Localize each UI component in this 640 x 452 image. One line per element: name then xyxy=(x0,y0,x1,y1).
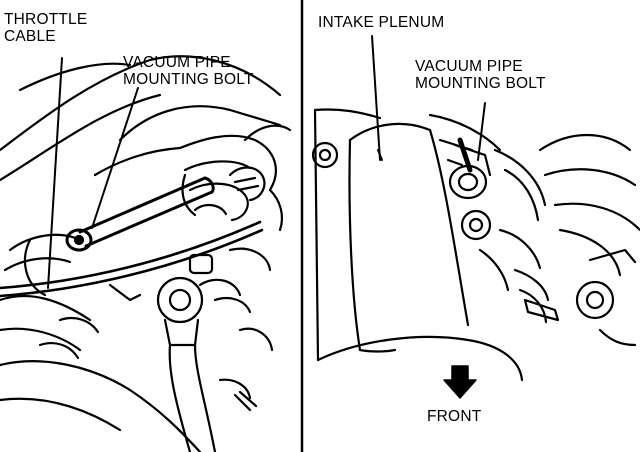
right-leaders xyxy=(371,35,486,173)
right-engine-drawing xyxy=(311,108,640,382)
label-vacuum-pipe-bolt-left: VACUUM PIPE MOUNTING BOLT xyxy=(123,54,254,88)
label-front: FRONT xyxy=(427,408,482,425)
front-arrow-icon xyxy=(443,365,477,399)
label-vacuum-pipe-bolt-right: VACUUM PIPE MOUNTING BOLT xyxy=(415,58,546,92)
label-intake-plenum: INTAKE PLENUM xyxy=(318,14,445,31)
left-engine-drawing xyxy=(0,55,292,452)
label-throttle-cable: THROTTLE CABLE xyxy=(4,11,88,45)
left-leaders xyxy=(47,57,139,289)
